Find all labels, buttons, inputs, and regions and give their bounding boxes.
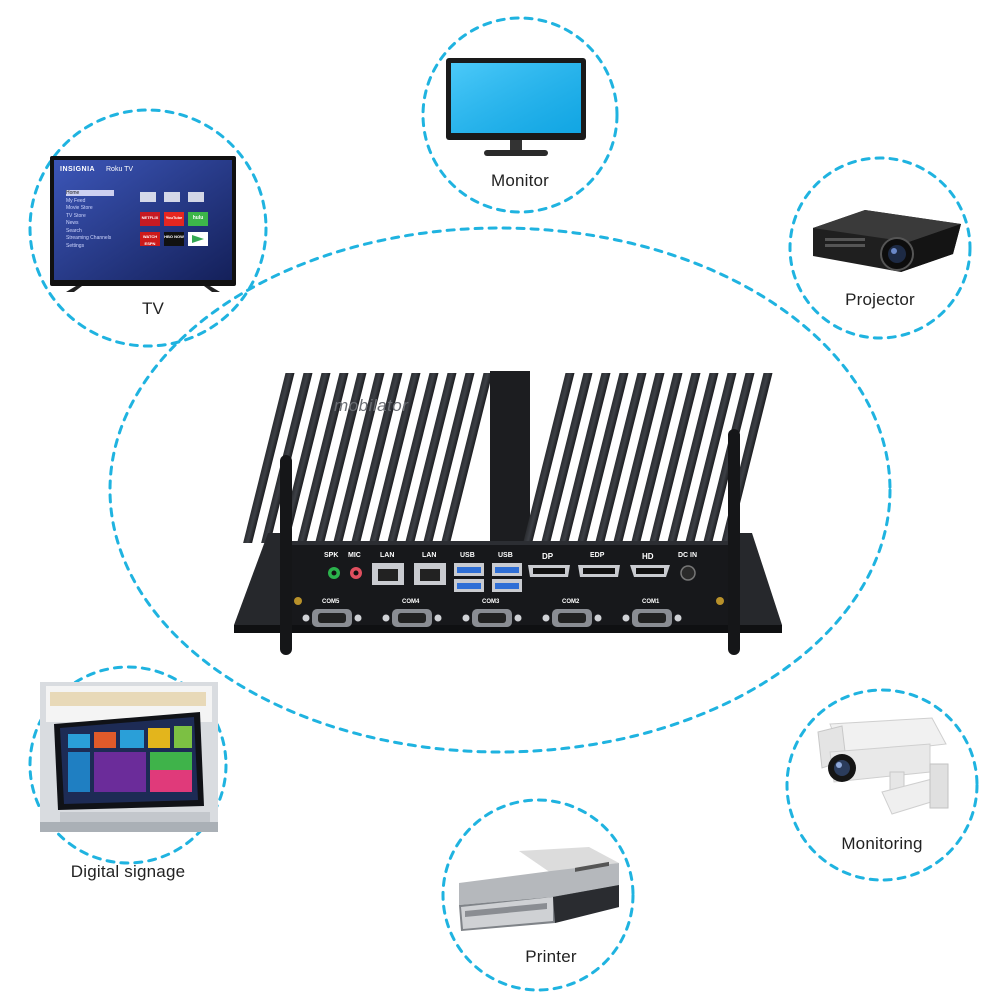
- port-label-hd: HD: [642, 552, 654, 561]
- tv-tile-watch: WATCH: [142, 234, 158, 239]
- monitoring-circle: [785, 688, 979, 882]
- digital-signage-circle: [28, 665, 228, 865]
- tv-brand: INSIGNIA: [60, 166, 96, 173]
- projector-circle: [788, 156, 972, 340]
- projector-icon: [805, 198, 963, 280]
- tv-tile-hbo: HBO NOW: [164, 234, 184, 239]
- printer-circle: [441, 798, 635, 992]
- tv-menu: Home My Feed Movie Store TV Store News S…: [66, 190, 126, 250]
- tv-menu-item: Settings: [66, 242, 85, 249]
- port-label-com4: COM4: [402, 599, 420, 605]
- tv-menu-item: Search: [66, 227, 82, 234]
- mini-pc-brand: mobilator: [334, 396, 409, 415]
- monitor-label: Monitor: [490, 171, 550, 190]
- tv-menu-item: Movie Store: [66, 205, 93, 211]
- port-label-com3: COM3: [482, 599, 500, 605]
- printer-icon: [455, 845, 625, 941]
- port-label-lan-2: LAN: [422, 552, 437, 559]
- tv-menu-item: Home: [66, 190, 80, 196]
- port-label-com2: COM2: [562, 599, 580, 605]
- tv-tile-youtube: YouTube: [165, 215, 183, 220]
- tv-label: TV: [141, 299, 165, 318]
- central-ellipse: [108, 226, 892, 754]
- monitoring-label: Monitoring: [841, 834, 923, 853]
- port-label-lan-1: LAN: [380, 552, 395, 559]
- tv-circle: [28, 108, 268, 348]
- tv-platform: Roku TV: [106, 166, 134, 173]
- digital-signage-icon: [40, 672, 218, 840]
- tv-menu-item: Streaming Channels: [66, 235, 112, 241]
- port-label-spk: SPK: [324, 552, 339, 559]
- mini-pc-image: mobilator SPK MIC LAN LAN USB USB DP EDP…: [228, 363, 788, 663]
- projector-label: Projector: [845, 290, 915, 309]
- port-label-com1: COM1: [642, 599, 660, 605]
- monitor-icon: [440, 55, 600, 165]
- port-label-edp: EDP: [590, 552, 605, 559]
- digital-signage-label: Digital signage: [70, 862, 186, 881]
- port-label-usb-1: USB: [460, 552, 475, 559]
- port-label-usb-2: USB: [498, 552, 513, 559]
- monitor-circle: [421, 16, 619, 214]
- tv-icon: INSIGNIA Roku TV Home My Feed Movie Stor…: [48, 152, 240, 302]
- port-label-com5: COM5: [322, 599, 340, 605]
- tv-menu-item: TV Store: [66, 212, 86, 219]
- port-label-dc-in: DC IN: [678, 552, 698, 559]
- security-camera-icon: [812, 708, 954, 820]
- tv-tile-espn: ESPN: [144, 241, 156, 246]
- tv-tile-hulu: hulu: [192, 215, 204, 221]
- tv-menu-item: News: [66, 220, 79, 226]
- tv-tile-netflix: NETFLIX: [141, 215, 159, 220]
- tv-menu-item: My Feed: [66, 197, 86, 204]
- port-label-mic: MIC: [348, 552, 361, 559]
- printer-label: Printer: [525, 947, 577, 966]
- port-label-dp: DP: [542, 552, 554, 561]
